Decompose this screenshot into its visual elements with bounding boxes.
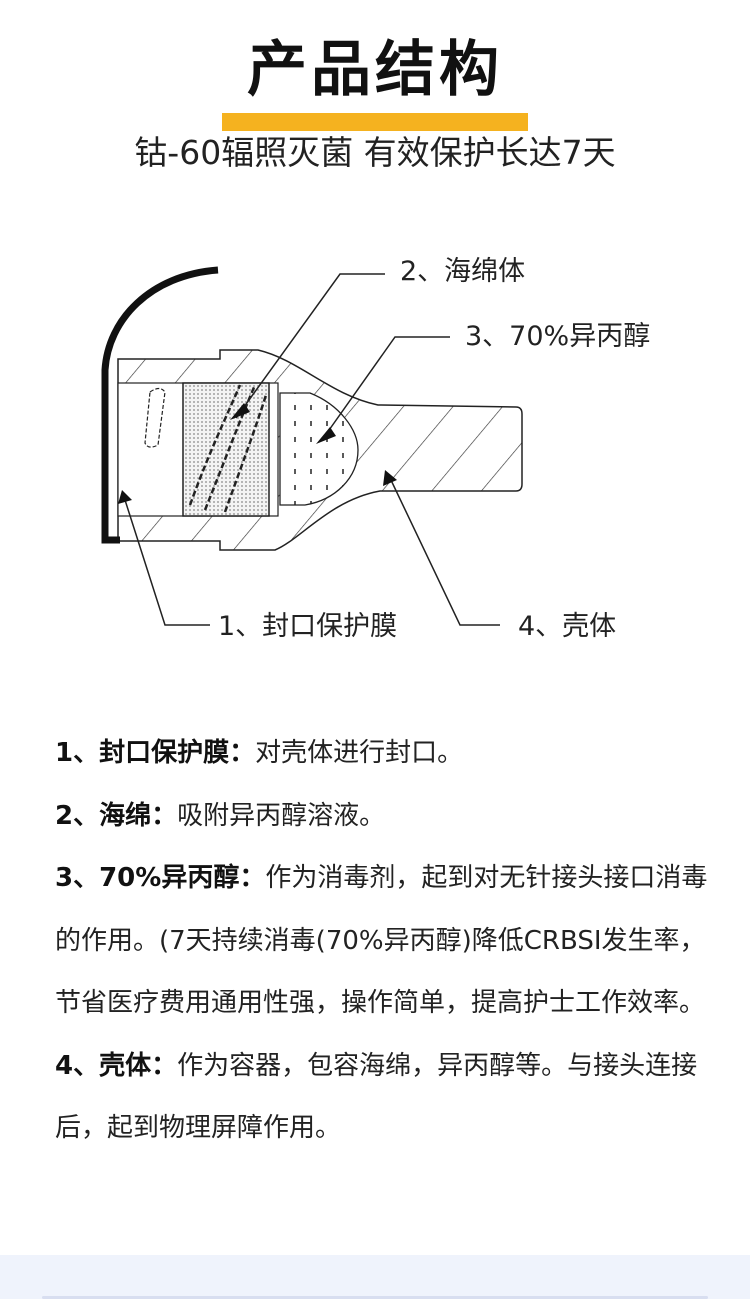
description-item: 4、壳体：作为容器，包容海绵，异丙醇等。与接头连接后，起到物理屏障作用。 <box>55 1035 715 1160</box>
footer-divider <box>42 1296 708 1299</box>
label-seal-film: 1、封口保护膜 <box>218 611 397 642</box>
description-term: 1、封口保护膜： <box>55 738 256 768</box>
description-text: 作为容器，包容海绵，异丙醇等。与接头连接后，起到物理屏障作用。 <box>55 1050 698 1144</box>
title-section: 产品结构 <box>0 30 750 131</box>
title-highlight-bar <box>222 113 528 131</box>
page-title: 产品结构 <box>247 35 503 105</box>
label-alcohol: 3、70%异丙醇 <box>465 321 650 352</box>
description-text: 吸附异丙醇溶液。 <box>177 800 386 831</box>
label-housing: 4、壳体 <box>518 611 616 642</box>
description-item: 1、封口保护膜：对壳体进行封口。 <box>55 722 715 785</box>
footer-band <box>0 1255 750 1299</box>
sponge-body <box>182 382 270 517</box>
label-sponge: 2、海绵体 <box>400 256 525 287</box>
leader-lines <box>124 273 500 626</box>
description-term: 2、海绵： <box>55 800 178 831</box>
description-text: 对壳体进行封口。 <box>255 738 464 768</box>
description-term: 4、壳体： <box>55 1050 178 1081</box>
description-text: 作为消毒剂，起到对无针接头接口消毒的作用。(7天持续消毒(70%异丙醇)降低CR… <box>55 863 708 1018</box>
description-item: 2、海绵：吸附异丙醇溶液。 <box>55 785 715 848</box>
arrow-heads <box>118 403 397 504</box>
protective-seal-film <box>101 266 219 544</box>
alcohol-chamber <box>279 392 359 506</box>
product-structure-diagram: 2、海绵体 3、70%异丙醇 1、封口保护膜 4、壳体 <box>90 250 650 650</box>
description-item: 3、70%异丙醇：作为消毒剂，起到对无针接头接口消毒的作用。(7天持续消毒(70… <box>55 847 715 1035</box>
page-subtitle: 钴-60辐照灭菌 有效保护长达7天 <box>134 133 616 172</box>
description-term: 3、70%异丙醇： <box>55 863 266 893</box>
description-list: 1、封口保护膜：对壳体进行封口。 2、海绵：吸附异丙醇溶液。 3、70%异丙醇：… <box>55 722 715 1160</box>
